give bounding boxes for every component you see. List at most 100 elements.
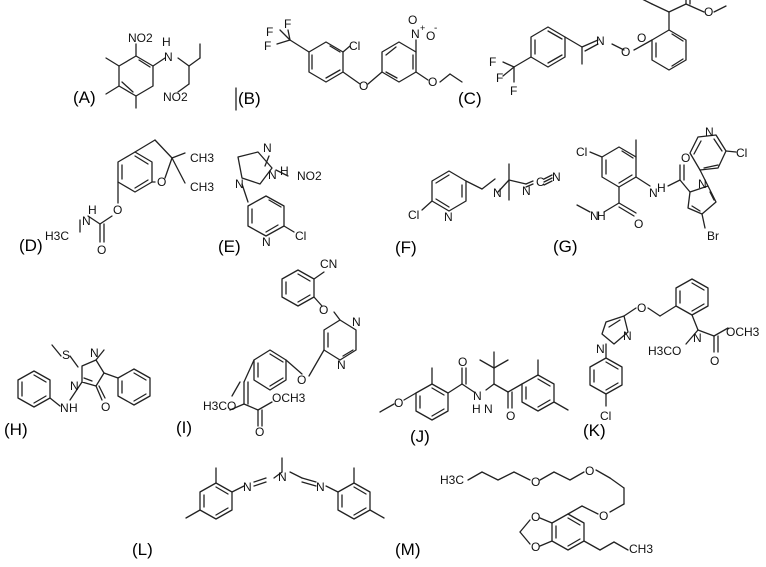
atom-label: F [284, 17, 291, 31]
compound-m-bonds [467, 469, 629, 551]
atom-label: N [243, 480, 252, 494]
compound-a-bonds [105, 43, 201, 109]
atom-label: H [69, 401, 78, 415]
atom-label: Cl [736, 146, 747, 160]
compound-c: O N O O F F F N O (C) [458, 0, 727, 108]
atom-label: O [255, 425, 264, 439]
atom-label: N [316, 480, 325, 494]
compound-g-bonds [576, 134, 737, 229]
compound-h-bonds [17, 344, 151, 408]
compound-label: (J) [410, 427, 430, 446]
atom-label: O [585, 464, 594, 478]
atom-label: F [489, 55, 496, 69]
atom-label: N [90, 346, 99, 360]
atom-label: CN [320, 257, 337, 271]
atom-label: F [264, 39, 271, 53]
compound-label: (D) [19, 236, 43, 255]
compound-f: N N C N Cl N (F) [395, 163, 561, 257]
atom-label: N [82, 214, 91, 228]
atom-label: O [694, 0, 703, 1]
atom-label: Cl [349, 39, 360, 53]
compound-label: (B) [238, 89, 261, 108]
atom-label: + [420, 23, 425, 33]
atom-label: H [472, 402, 481, 416]
atom-label: O [637, 31, 646, 45]
atom-label: O [621, 45, 630, 59]
atom-label: C [536, 175, 545, 189]
atom-label: O [426, 29, 435, 43]
compound-label: (H) [4, 420, 28, 439]
compound-label: (I) [176, 418, 192, 437]
atom-label: O [97, 243, 106, 257]
compound-i: CN O N N O H3CO OCH3 O (I) [176, 257, 361, 439]
atom-label: N [235, 177, 244, 191]
atom-label: N [590, 209, 599, 223]
atom-label: N [60, 401, 69, 415]
atom-label: N [649, 186, 658, 200]
atom-label: F [496, 71, 503, 85]
atom-label: N [698, 177, 707, 191]
atom-label: N [552, 170, 561, 184]
atom-label: O [359, 79, 368, 93]
atom-label: O [634, 217, 643, 231]
atom-label: F [510, 84, 517, 98]
atom-label: N [493, 186, 502, 200]
atom-label: N [693, 331, 702, 345]
compound-m: H3C O O O O O CH3 (M) [395, 464, 653, 559]
compound-label: (G) [553, 237, 578, 256]
compound-b: F F F Cl N + O - O O O (B) [235, 13, 463, 111]
compound-label: (F) [395, 238, 417, 257]
compound-d-bonds [79, 139, 186, 243]
atom-label: O [319, 303, 328, 317]
compound-h: S N N N H O (H) [4, 344, 151, 439]
atom-label: - [434, 23, 437, 34]
compound-label: (C) [458, 89, 482, 108]
atom-label: N [596, 34, 605, 48]
compound-label: (A) [73, 88, 96, 107]
compound-c-bonds [502, 0, 727, 83]
compound-label: (E) [218, 237, 241, 256]
atom-label: O [599, 509, 608, 523]
atom-label: CH3 [190, 151, 214, 165]
atom-label: N [705, 125, 714, 139]
atom-label: O [506, 409, 515, 423]
atom-label: N [263, 141, 272, 155]
atom-label: N [337, 358, 346, 372]
atom-label: O [531, 540, 540, 554]
atom-label: N [70, 379, 79, 393]
atom-label: N [411, 27, 420, 41]
atom-label: H [597, 209, 606, 223]
compound-l-bonds [185, 457, 385, 520]
atom-label: Cl [576, 145, 587, 159]
compound-d: CH3 CH3 O H N H3C O O (D) [19, 139, 214, 257]
atom-label: N [262, 235, 271, 249]
atom-label: CH3 [190, 180, 214, 194]
atom-label: O [428, 75, 437, 89]
compound-e-bonds [237, 151, 295, 237]
atom-label: N [623, 329, 632, 343]
compound-label: (L) [132, 540, 153, 559]
atom-label: O [637, 301, 646, 315]
compound-k: O N N H3CO N OCH3 O Cl (K) [583, 278, 760, 440]
atom-label: Cl [408, 208, 419, 222]
atom-label: H [162, 35, 171, 49]
atom-label: N [268, 168, 277, 182]
atom-label: OCH3 [726, 325, 760, 339]
compound-j: O O N H N O (J) [379, 351, 569, 446]
atom-label: NO2 [163, 90, 188, 104]
atom-label: N [522, 184, 531, 198]
compound-g: Cl N Cl N N H O O N H Br (G) [553, 125, 747, 256]
compound-label: (K) [583, 421, 606, 440]
compound-e: N N H NO2 N N Cl (E) [218, 141, 322, 256]
atom-label: CH3 [629, 542, 653, 556]
compound-l: N N N (L) [132, 457, 385, 559]
atom-label: O [394, 396, 403, 410]
atom-label: N [473, 389, 482, 403]
atom-label: N [484, 402, 493, 416]
atom-label: H3C [45, 229, 69, 243]
atom-label: O [458, 355, 467, 369]
compound-b-bonds [235, 29, 463, 111]
atom-label: NO2 [297, 169, 322, 183]
atom-label: H3C [440, 473, 464, 487]
atom-label: H [88, 203, 97, 217]
